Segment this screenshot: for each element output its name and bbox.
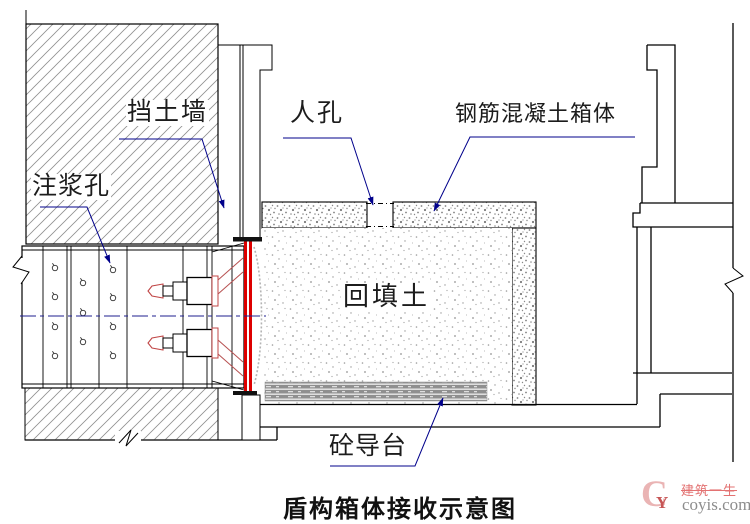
- leader-guide-platform: [330, 397, 444, 467]
- right-pit-structure: [632, 23, 744, 462]
- grouting-hole-label: 注浆孔: [31, 173, 112, 201]
- leader-retaining-wall: [119, 138, 225, 209]
- retaining-wall-label: 挡土墙: [126, 99, 210, 127]
- backfill-label: 回填土: [342, 282, 432, 311]
- seal-support-column: [241, 394, 261, 441]
- guide-platform: [264, 381, 488, 402]
- endwall-face: [218, 44, 273, 237]
- backfill-area: [262, 228, 512, 405]
- watermark-site: coyis.com: [682, 495, 750, 514]
- watermark-brand: 建筑一生: [681, 483, 738, 498]
- watermark-logo-y-icon: Y: [656, 493, 669, 512]
- drawing-title: 盾构箱体接收示意图: [283, 496, 517, 523]
- retaining-wall: [25, 10, 219, 245]
- leader-lines: [40, 136, 635, 467]
- leader-grouting-hole: [40, 206, 111, 264]
- manhole-opening: [366, 203, 394, 227]
- watermark-logo-c-icon: C: [641, 474, 668, 515]
- guide-platform-label: 砼导台: [328, 433, 409, 461]
- leader-manhole: [283, 137, 374, 206]
- shield-machine: [12, 242, 245, 391]
- rc-box-label: 钢筋混凝土箱体: [454, 101, 618, 126]
- leader-rc-box: [433, 136, 635, 212]
- injector-red-links: [217, 257, 244, 377]
- machine-base-hatch: [24, 387, 219, 449]
- manhole-label: 人孔: [289, 100, 346, 128]
- watermark: C Y 建筑一生 coyis.com: [641, 474, 750, 518]
